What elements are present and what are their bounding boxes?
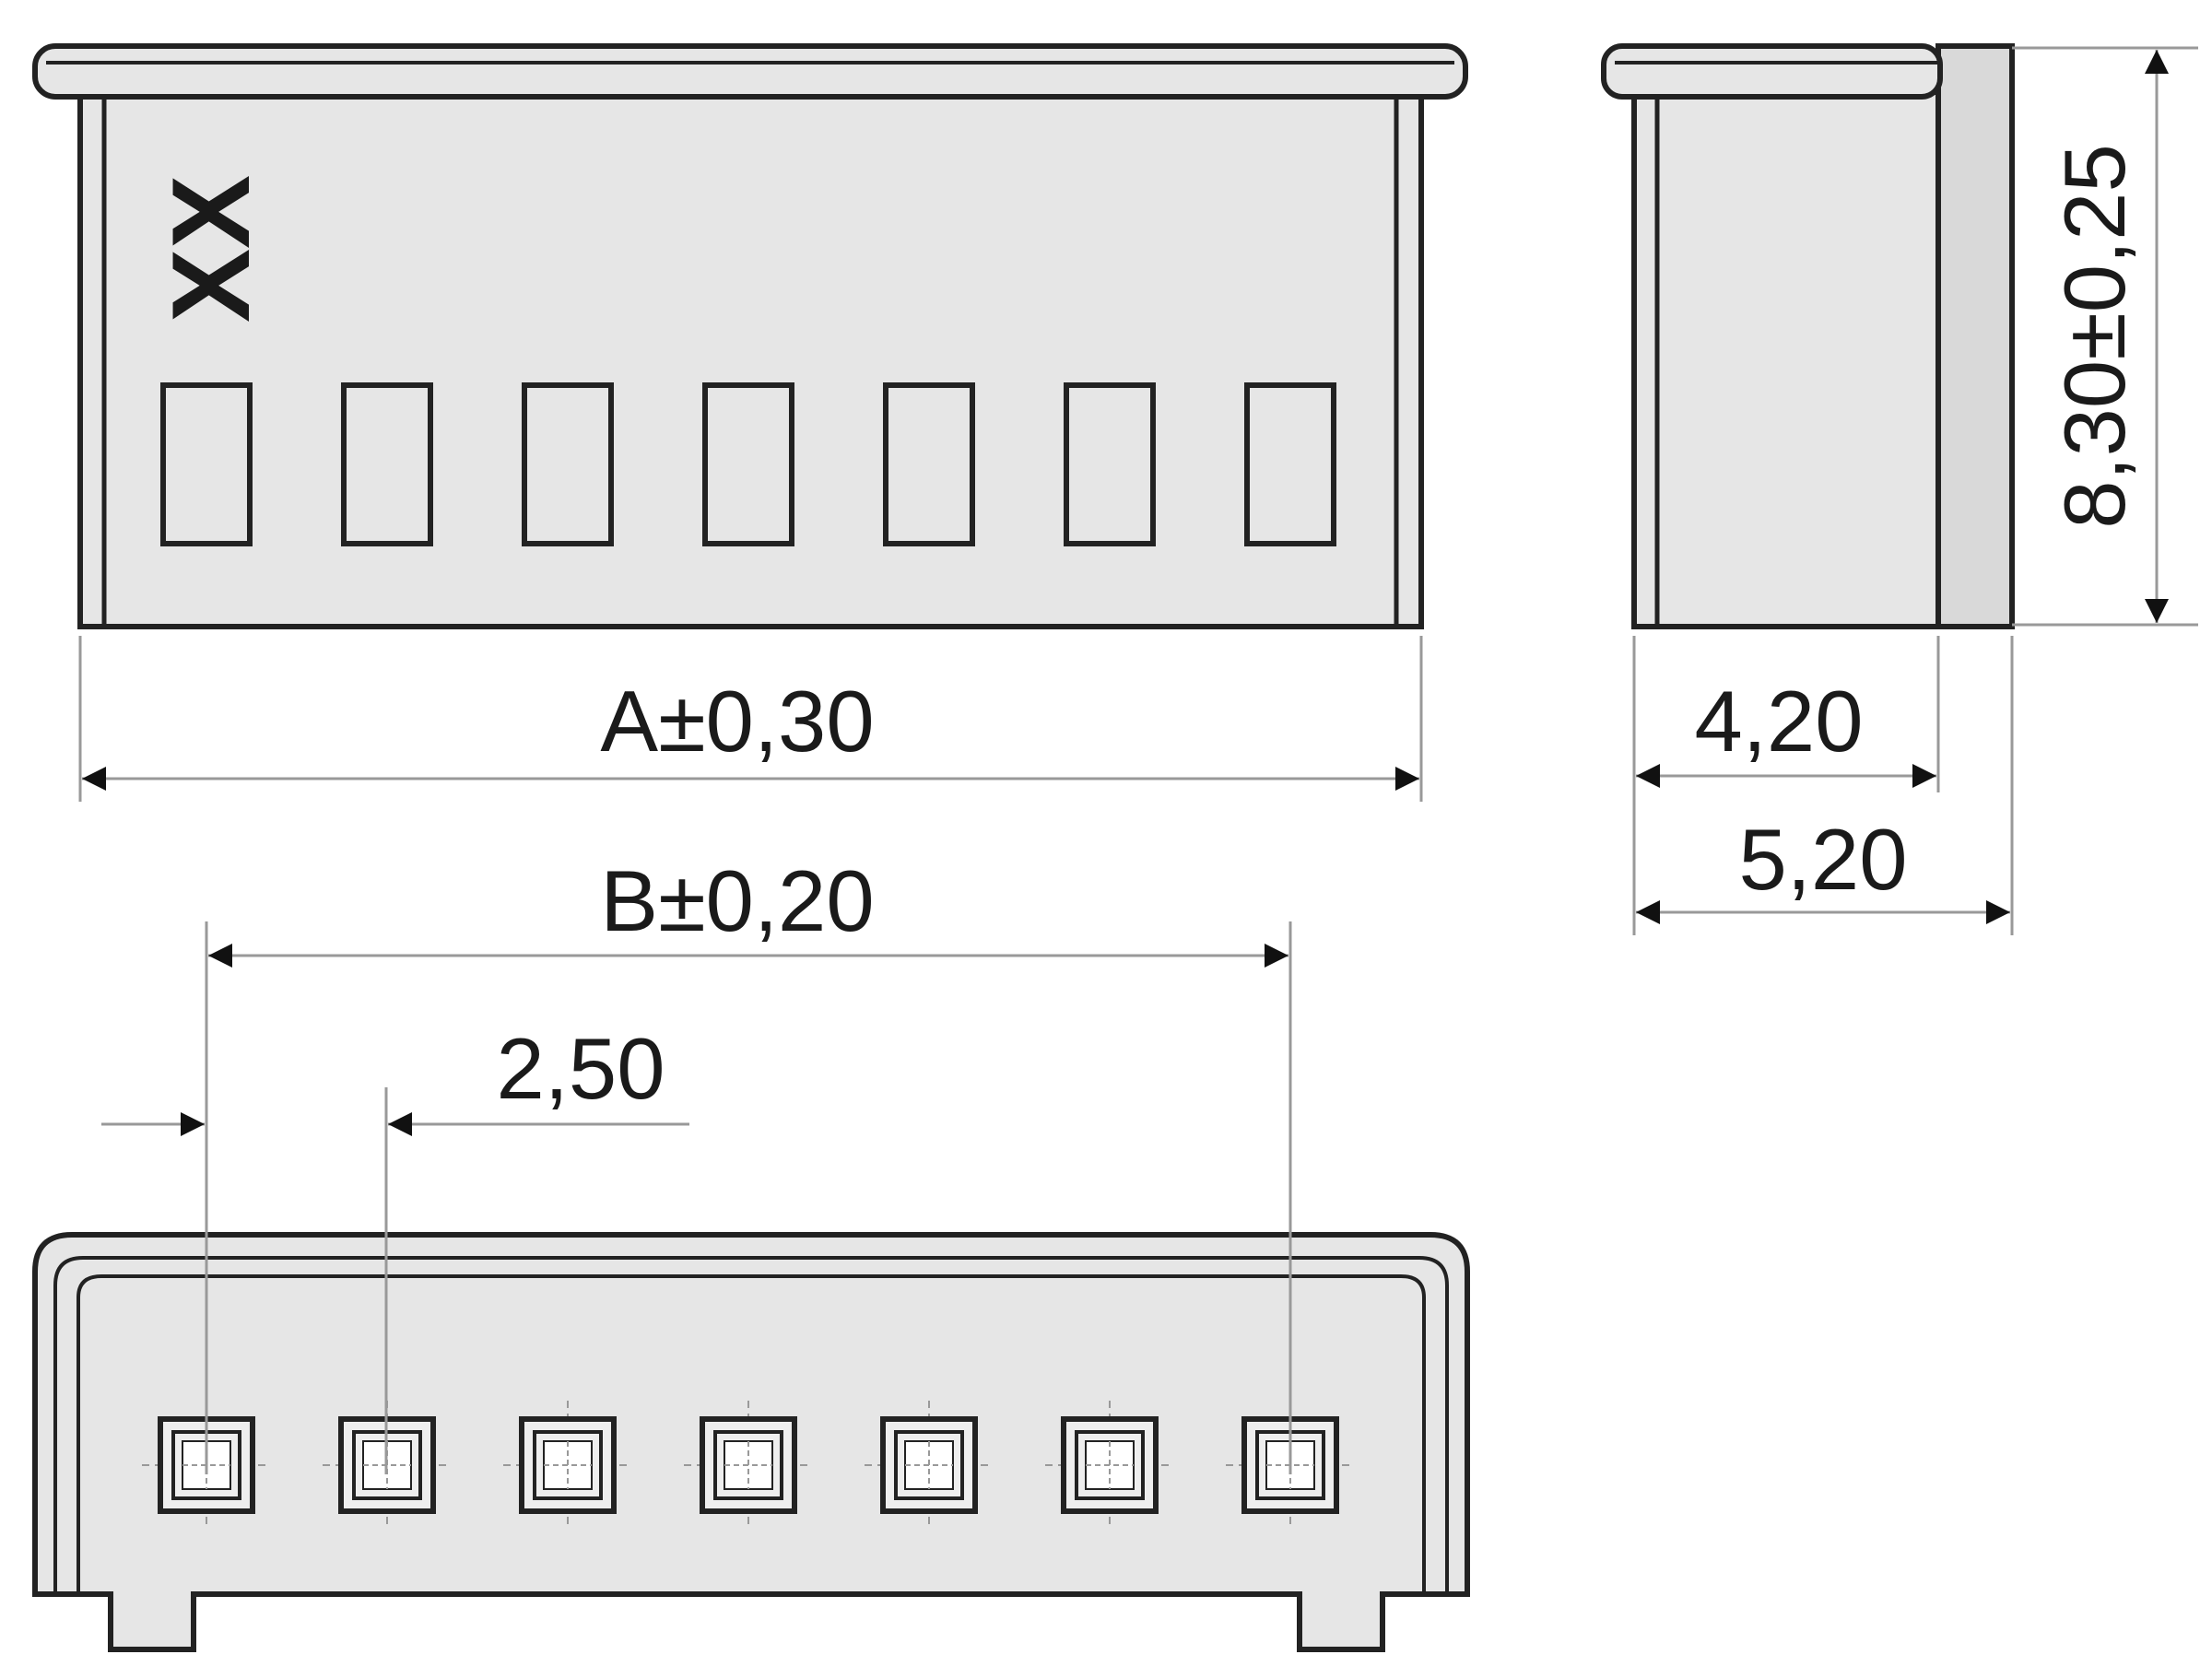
dimension-outer-depth: 5,20 (1636, 636, 2014, 935)
dimension-inner-depth-label: 4,20 (1695, 673, 1864, 769)
bottom-view (32, 1232, 1470, 1652)
front-view-top-flange (32, 43, 1468, 100)
contact-windows (160, 382, 1336, 546)
contact-cavity (865, 1401, 994, 1530)
part-marking-xx: XX (149, 175, 273, 323)
contact-window (1244, 382, 1336, 546)
dimension-b-label: B±0,20 (600, 852, 874, 949)
dimension-a-label: A±0,30 (600, 673, 874, 769)
side-view-top-flange (1601, 43, 1943, 100)
side-view-back-plate (1936, 43, 2015, 629)
dimension-inner-depth: 4,20 (1632, 636, 1940, 935)
side-view (1601, 43, 2015, 629)
contact-window (1064, 382, 1156, 546)
contact-cavity (1045, 1401, 1174, 1530)
contact-window (883, 382, 975, 546)
front-view: XX (32, 43, 1468, 629)
contact-window (522, 382, 614, 546)
contact-window (341, 382, 433, 546)
dimension-b: B±0,20 (205, 852, 1292, 1474)
contact-cavity (503, 1401, 632, 1530)
contact-cavity (684, 1401, 813, 1530)
dimension-a: A±0,30 (78, 636, 1423, 802)
dimension-height-label: 8,30±0,25 (2046, 144, 2143, 529)
dimension-pitch-label: 2,50 (497, 1020, 665, 1117)
dimension-height: 8,30±0,25 (2012, 46, 2198, 627)
dimension-pitch: 2,50 (101, 1020, 689, 1474)
contact-window (702, 382, 794, 546)
side-view-body (1631, 89, 1941, 629)
dimension-outer-depth-label: 5,20 (1739, 811, 1908, 908)
contact-window (160, 382, 253, 546)
